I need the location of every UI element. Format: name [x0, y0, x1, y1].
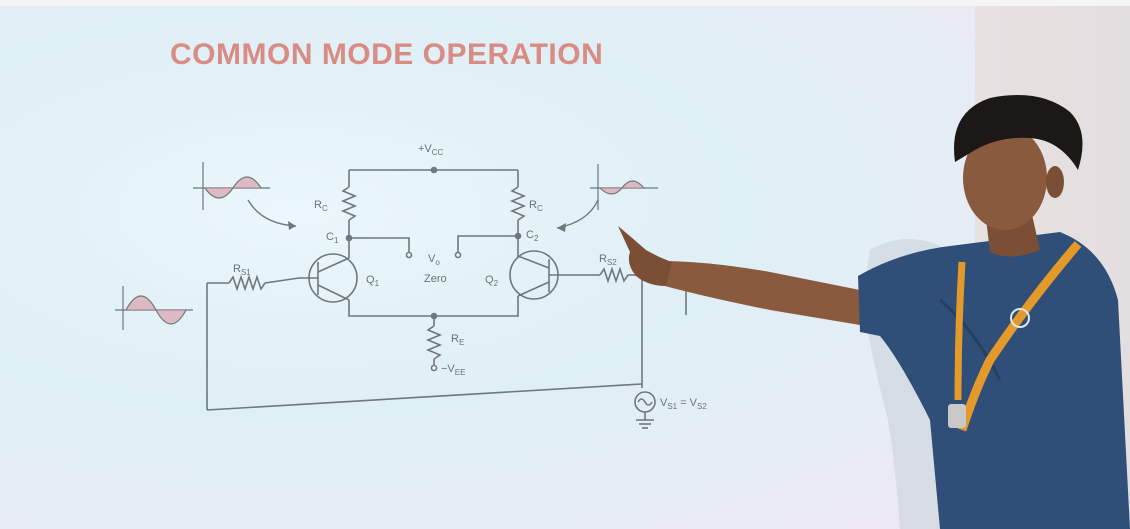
rs1-label: RS1 — [233, 263, 251, 277]
c2-label: C2 — [526, 229, 539, 243]
vo-terminal-right — [454, 251, 462, 259]
frame-top-edge — [0, 0, 1130, 6]
vo-label: Vo — [428, 253, 440, 267]
rc-right-resistor — [509, 186, 527, 221]
left-output-wave — [193, 162, 270, 210]
student-face — [963, 126, 1047, 230]
q2-label: Q2 — [485, 274, 499, 288]
q1-label: Q1 — [366, 274, 380, 288]
re-resistor — [425, 325, 443, 360]
slide-title: COMMON MODE OPERATION — [170, 38, 604, 71]
rs1-resistor — [228, 274, 266, 292]
waveforms — [115, 162, 658, 330]
right-output-wave — [590, 164, 658, 210]
c1-label: C1 — [326, 231, 339, 245]
zero-label: Zero — [424, 273, 447, 285]
rc-left-resistor — [340, 186, 358, 221]
shirt-emblem — [1010, 308, 1030, 328]
student-lanyard — [957, 241, 1082, 432]
projection-screen — [0, 0, 1000, 529]
student-arm — [640, 261, 866, 326]
rc-left-label: RC — [314, 199, 328, 213]
vo-terminal-left — [405, 251, 413, 259]
source-label: VS1 = VS2 — [660, 397, 707, 411]
rs2-resistor — [599, 266, 629, 284]
vee-label: −VEE — [441, 363, 465, 377]
vcc-label: +VCC — [418, 143, 444, 157]
student-shirt — [858, 232, 1130, 529]
student-hair — [954, 95, 1083, 170]
rc-right-label: RC — [529, 199, 543, 213]
rs2-label: RS2 — [599, 253, 617, 267]
student-hand — [618, 226, 672, 286]
re-label: RE — [451, 333, 464, 347]
vcc-node — [430, 166, 438, 174]
id-card-clip — [948, 404, 966, 428]
input-wave — [115, 286, 193, 330]
